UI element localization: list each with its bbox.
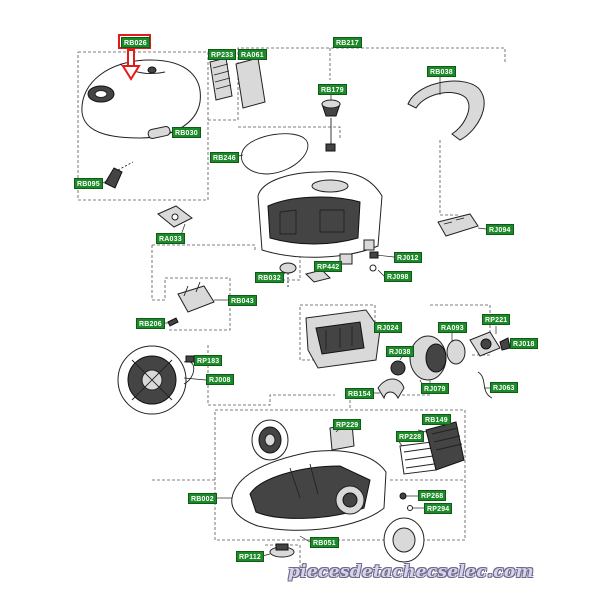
- upper-body-part: [257, 171, 383, 258]
- label-RJ024: RJ024: [374, 322, 402, 333]
- label-RB095: RB095: [74, 178, 103, 189]
- side-rack-part: [437, 213, 479, 237]
- motor-support-parts: [469, 331, 511, 357]
- highlight-arrow: [121, 49, 141, 81]
- base-body-part: [231, 450, 387, 531]
- bracket-parts: [167, 281, 215, 327]
- label-RJ079: RJ079: [421, 383, 449, 394]
- label-RB043: RB043: [228, 295, 257, 306]
- label-RA033: RA033: [156, 233, 185, 244]
- top-cover-part: [81, 59, 201, 139]
- label-RP294: RP294: [424, 503, 453, 514]
- motor-parts: [390, 335, 466, 381]
- clip-part: [104, 161, 134, 189]
- label-RB154: RB154: [345, 388, 374, 399]
- label-RP268: RP268: [418, 490, 447, 501]
- square-plate-part: [157, 205, 193, 228]
- small-screw-parts: [399, 492, 413, 511]
- small-wheel-part: [279, 262, 297, 288]
- label-RP183: RP183: [194, 355, 223, 366]
- front-filter-parts: [399, 421, 465, 475]
- label-RA093: RA093: [438, 322, 467, 333]
- exhaust-filter-parts: [209, 57, 266, 109]
- label-RB246: RB246: [210, 152, 239, 163]
- label-RB206: RB206: [136, 318, 165, 329]
- label-RP112: RP112: [236, 551, 265, 562]
- label-RB038: RB038: [427, 66, 456, 77]
- label-RP233: RP233: [208, 49, 237, 60]
- site-watermark: piecesdetachecselec.com: [288, 562, 534, 582]
- carry-handle-part: [407, 80, 485, 141]
- motor-knob-part: [321, 99, 341, 152]
- handle-tube-part: [147, 126, 171, 139]
- label-RA061: RA061: [238, 49, 267, 60]
- label-RJ063: RJ063: [490, 382, 518, 393]
- highlight-box: [118, 34, 151, 49]
- label-RJ098: RJ098: [384, 271, 412, 282]
- label-RJ012: RJ012: [394, 252, 422, 263]
- caster-part: [269, 543, 295, 558]
- group-frames: [77, 47, 506, 575]
- label-RJ018: RJ018: [510, 338, 538, 349]
- round-filter-part: [251, 419, 289, 461]
- label-RP221: RP221: [482, 314, 511, 325]
- motor-housing-part: [305, 309, 381, 369]
- label-RB032: RB032: [255, 272, 284, 283]
- label-RJ038: RJ038: [386, 346, 414, 357]
- clamp-and-cable-parts: [377, 371, 493, 400]
- label-RJ008: RJ008: [206, 374, 234, 385]
- rear-wheel-part: [383, 517, 425, 563]
- label-RJ094: RJ094: [486, 224, 514, 235]
- label-RB149: RB149: [422, 414, 451, 425]
- label-RB217: RB217: [333, 37, 362, 48]
- label-RP442: RP442: [314, 261, 343, 272]
- label-RB179: RB179: [318, 84, 347, 95]
- label-RB051: RB051: [310, 537, 339, 548]
- label-RB030: RB030: [172, 127, 201, 138]
- label-RB026: RB026: [121, 37, 150, 48]
- cable-reel-part: [117, 345, 195, 415]
- label-RB002: RB002: [188, 493, 217, 504]
- switch-parts: [305, 239, 379, 283]
- label-RP229: RP229: [333, 419, 362, 430]
- label-RP228: RP228: [396, 431, 425, 442]
- gasket-ring-part: [241, 133, 309, 175]
